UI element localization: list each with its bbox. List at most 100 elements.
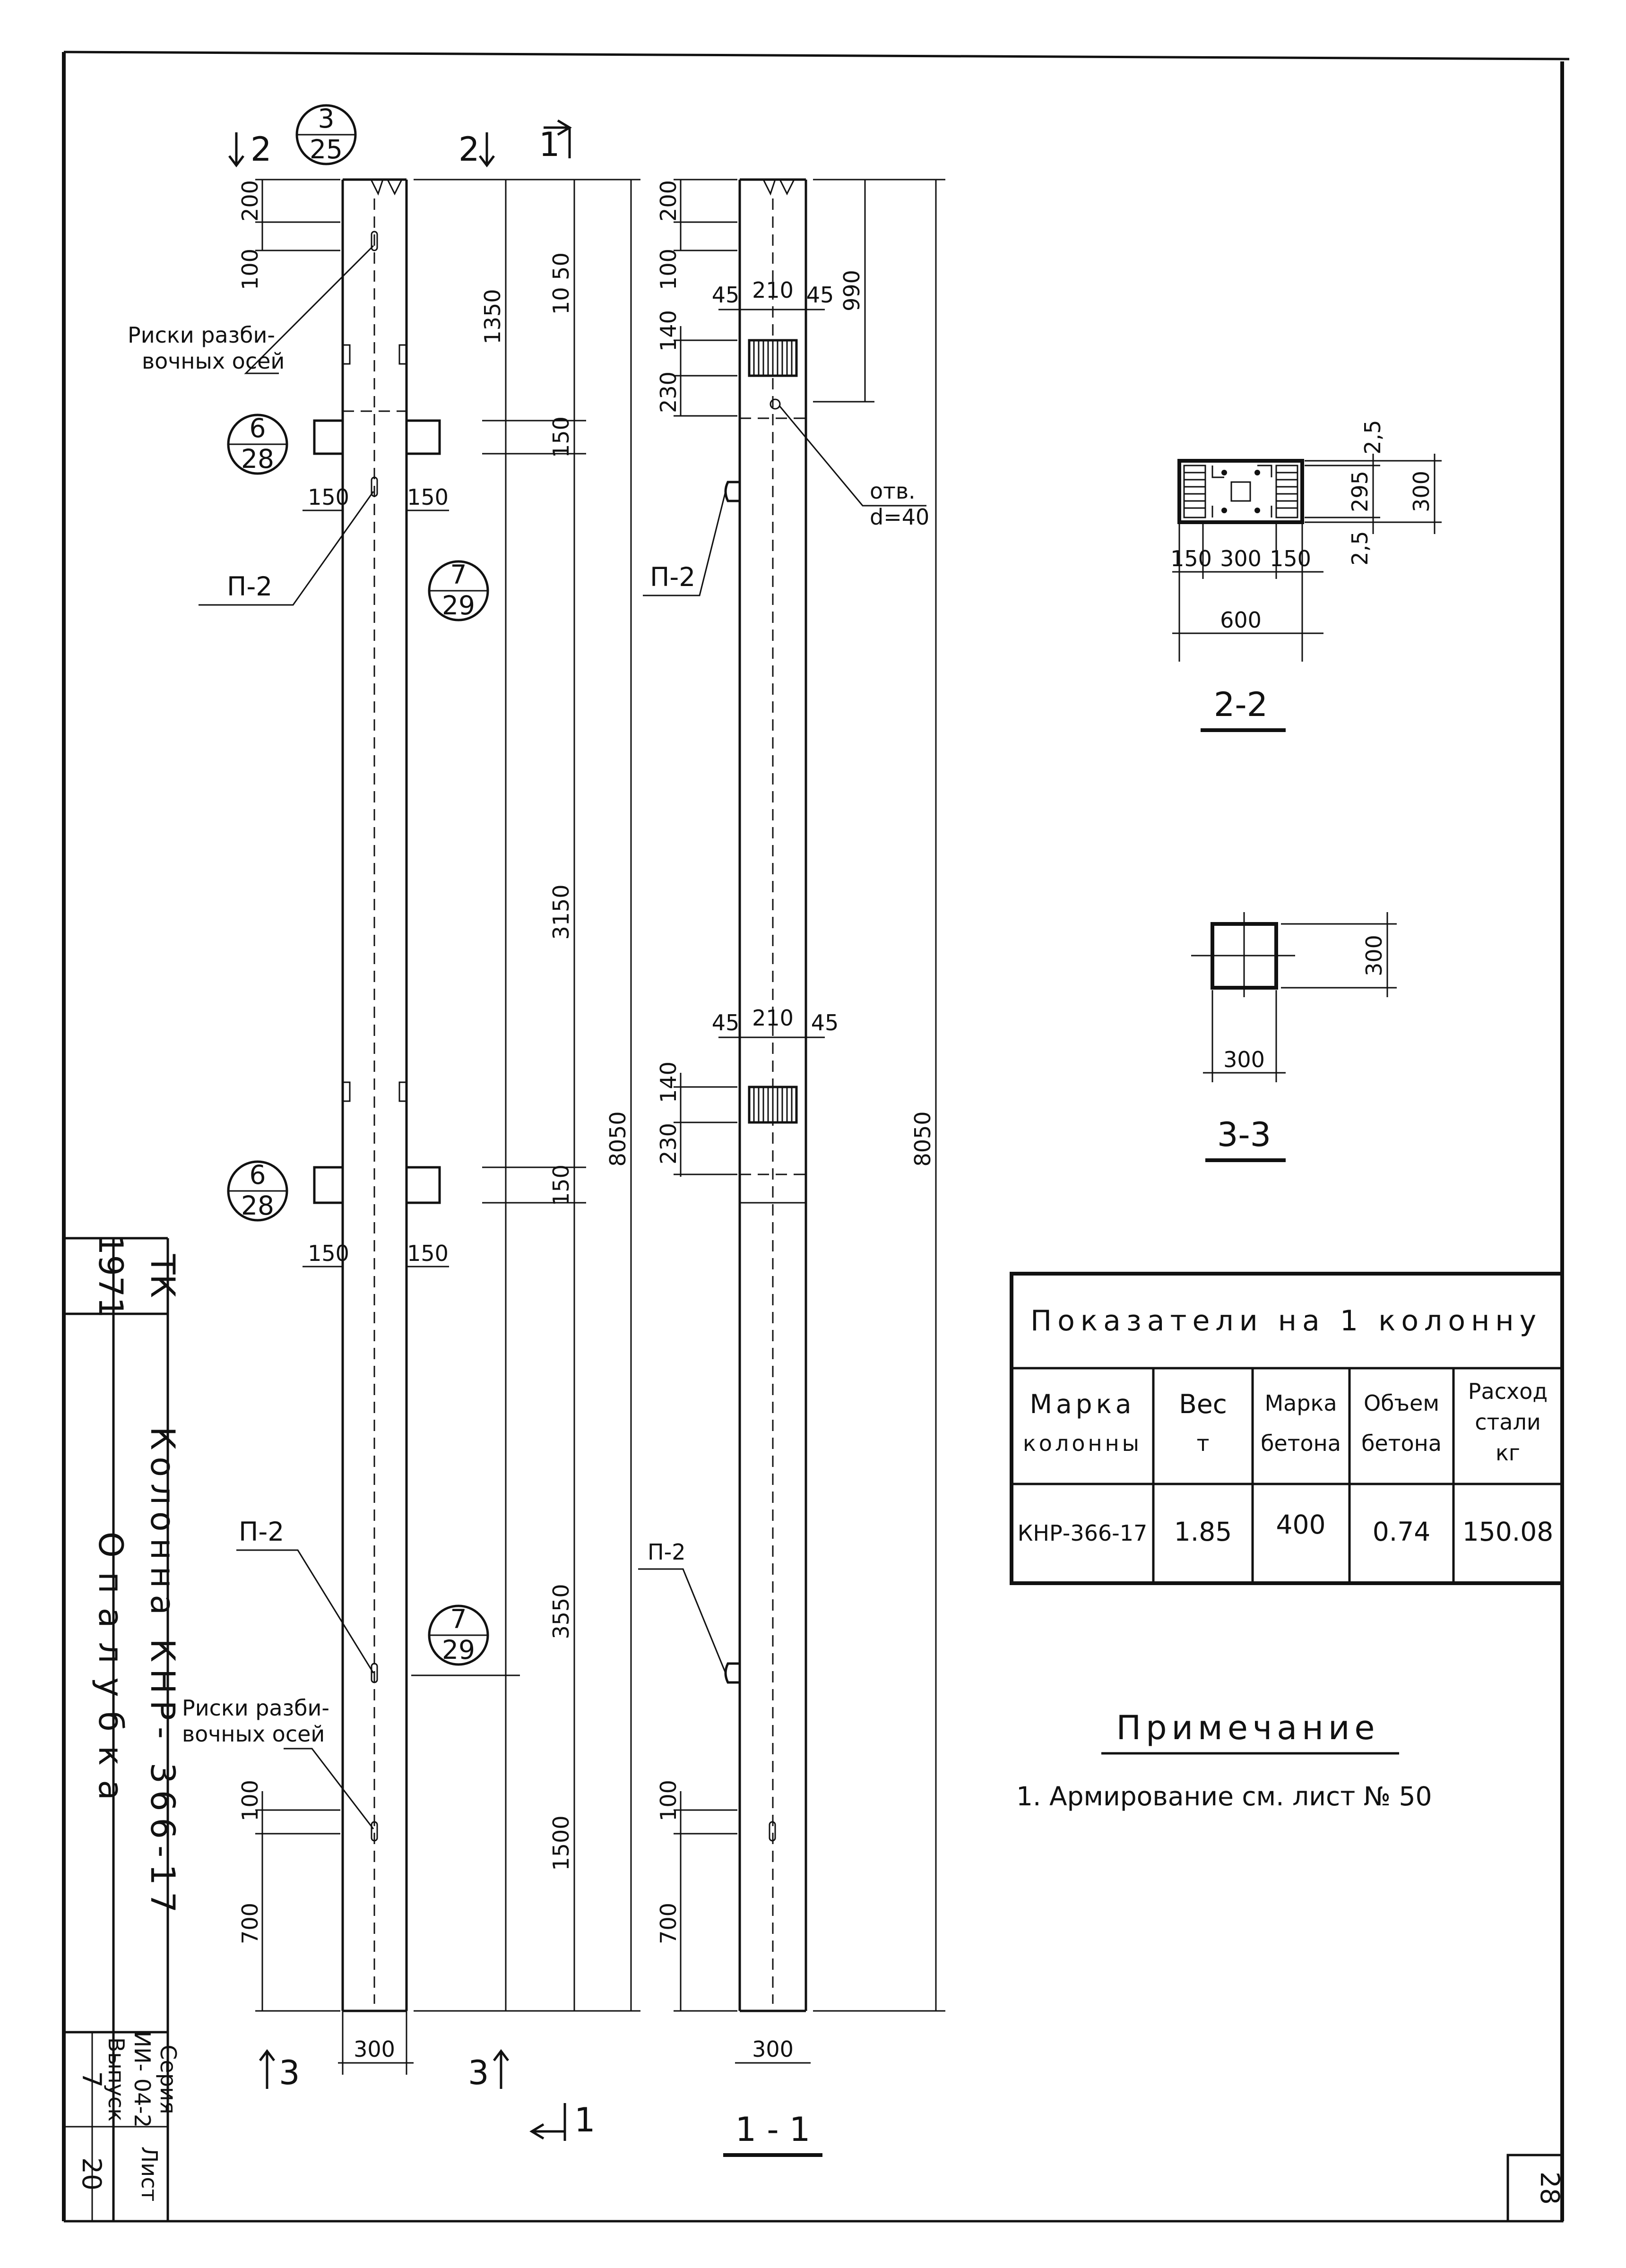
td-weight: 1.85	[1174, 1517, 1232, 1547]
cut-2-left: 2	[251, 130, 272, 169]
th-steel-1: Расход	[1468, 1379, 1548, 1404]
s22-dim-300v: 300	[1409, 471, 1434, 512]
sheet-frame	[62, 51, 1570, 2223]
callout-7-29-upper: 7 29	[428, 560, 489, 621]
s11-dim-200: 200	[656, 180, 681, 222]
title-stamp: 1971 ТК Колонна КНР- 366-17 Опалубка Сер…	[64, 1234, 182, 2221]
th-volume-2: бетона	[1361, 1431, 1442, 1456]
dim-100-bottom: 100	[237, 1780, 263, 1821]
stamp-year: 1971	[91, 1234, 130, 1318]
stamp-issue-value: 7	[77, 2071, 107, 2088]
th-concrete-1: Марка	[1264, 1390, 1337, 1416]
cut-3-right: 3	[468, 2053, 489, 2092]
s11-dim-45c: 45	[712, 1010, 740, 1035]
section-2-2: 2,5 295 300 2,5 150 300 150 600 2-2	[1170, 420, 1442, 732]
svg-text:29: 29	[442, 1635, 475, 1665]
s22-dim-150b: 150	[1270, 546, 1311, 571]
cut-1-bottom: 1	[574, 2101, 596, 2139]
th-volume-1: Объем	[1364, 1390, 1439, 1416]
label-riski-bot-1: Риски разби-	[182, 1695, 329, 1721]
dim-3550: 3550	[548, 1584, 574, 1639]
label-otv: отв.	[870, 478, 916, 504]
stamp-issue-label: Выпуск	[104, 2037, 129, 2121]
s11-dim-210b: 210	[752, 1005, 794, 1031]
s11-dim-230a: 230	[656, 371, 681, 413]
note-title: Примечание	[1116, 1708, 1379, 1747]
section-3-3: 300 300 3-3	[1191, 912, 1397, 1162]
s11-dim-8050: 8050	[910, 1111, 935, 1166]
page-number-box: 28	[1506, 2154, 1565, 2223]
s11-dim-210a: 210	[752, 277, 794, 303]
s33-dim-300v: 300	[1361, 935, 1387, 976]
label-riski-top-1: Риски разби-	[128, 322, 275, 348]
s11-dim-100: 100	[656, 249, 681, 290]
section-1-1: 200 100 45 210 45 990 140 230 45 210 45 …	[638, 178, 945, 2157]
dim-150-upper-l: 150	[308, 484, 349, 510]
td-steel: 150.08	[1462, 1517, 1553, 1547]
s22-dim-25a: 2,5	[1360, 420, 1385, 454]
svg-text:6: 6	[250, 1160, 266, 1190]
stamp-title: Колонна КНР- 366-17	[143, 1427, 182, 1920]
dim-150-lower-r: 150	[407, 1241, 449, 1266]
table-title: Показатели на 1 колонну	[1030, 1304, 1542, 1337]
stamp-series-value: ИИ- 04-2	[130, 2031, 155, 2128]
s11-dim-300: 300	[752, 2036, 794, 2062]
dim-1500: 1500	[548, 1815, 574, 1871]
td-mark: КНР-366-17	[1018, 1520, 1148, 1546]
td-concrete: 400	[1276, 1509, 1326, 1540]
section-2-2-title: 2-2	[1214, 685, 1268, 724]
stamp-series-label: Серия	[156, 2044, 181, 2114]
stamp-subtitle: Опалубка	[91, 1532, 130, 1814]
th-weight-1: Вес	[1179, 1389, 1227, 1419]
th-weight-2: т	[1197, 1431, 1210, 1456]
cut-3-left: 3	[279, 2053, 300, 2092]
th-steel-2: стали	[1475, 1409, 1541, 1435]
callout-3-25: 3 25	[295, 103, 357, 165]
dim-200: 200	[237, 180, 263, 222]
section-3-3-title: 3-3	[1217, 1115, 1271, 1154]
callout-6-28-lower: 6 28	[227, 1160, 288, 1222]
dim-150-upper-r: 150	[407, 484, 449, 510]
th-concrete-2: бетона	[1261, 1431, 1341, 1456]
label-d40: d=40	[870, 504, 929, 530]
svg-text:28: 28	[241, 1190, 274, 1221]
th-mark-1: Марка	[1030, 1389, 1135, 1419]
column-elevation: 200 100 1350 10 50 150 150 150 3150 8050…	[128, 103, 640, 2141]
dim-1050: 10 50	[548, 252, 574, 315]
s11-label-p2-bottom: П-2	[648, 1539, 685, 1565]
callout-7-29-lower: 7 29	[428, 1604, 489, 1666]
svg-text:6: 6	[250, 413, 266, 443]
page-number: 28	[1535, 2172, 1565, 2205]
stamp-sheet-value: 20	[77, 2157, 107, 2190]
s11-dim-45a: 45	[712, 282, 740, 308]
s11-dim-140b: 140	[656, 1061, 681, 1103]
s22-dim-295: 295	[1347, 471, 1373, 512]
callout-6-28-upper: 6 28	[227, 413, 288, 475]
s22-dim-300: 300	[1220, 546, 1262, 571]
dim-3150: 3150	[548, 884, 574, 940]
label-p2-bottom: П-2	[239, 1517, 284, 1547]
s22-dim-25b: 2,5	[1347, 531, 1373, 565]
svg-text:3: 3	[318, 103, 335, 134]
s11-dim-700: 700	[656, 1903, 681, 1944]
dim-300-bottom: 300	[354, 2036, 395, 2062]
dim-100: 100	[237, 249, 263, 290]
s33-dim-300h: 300	[1223, 1047, 1265, 1072]
s22-dim-150a: 150	[1170, 546, 1212, 571]
svg-text:7: 7	[450, 560, 467, 590]
th-mark-2: колонны	[1023, 1431, 1142, 1456]
dim-150-upper-v: 150	[548, 416, 574, 458]
label-p2-top: П-2	[227, 571, 272, 602]
note-text: 1. Армирование см. лист № 50	[1016, 1781, 1432, 1811]
s22-dim-600: 600	[1220, 607, 1262, 633]
s11-dim-45d: 45	[811, 1010, 839, 1035]
th-steel-3: кг	[1496, 1440, 1520, 1466]
stamp-sheet-label: Лист	[137, 2147, 162, 2202]
s11-dim-140a: 140	[656, 310, 681, 352]
label-riski-top-2: вочных осей	[142, 348, 285, 374]
s11-dim-990: 990	[839, 270, 865, 311]
s11-label-p2-top: П-2	[650, 562, 695, 592]
label-riski-bot-2: вочных осей	[182, 1721, 325, 1747]
